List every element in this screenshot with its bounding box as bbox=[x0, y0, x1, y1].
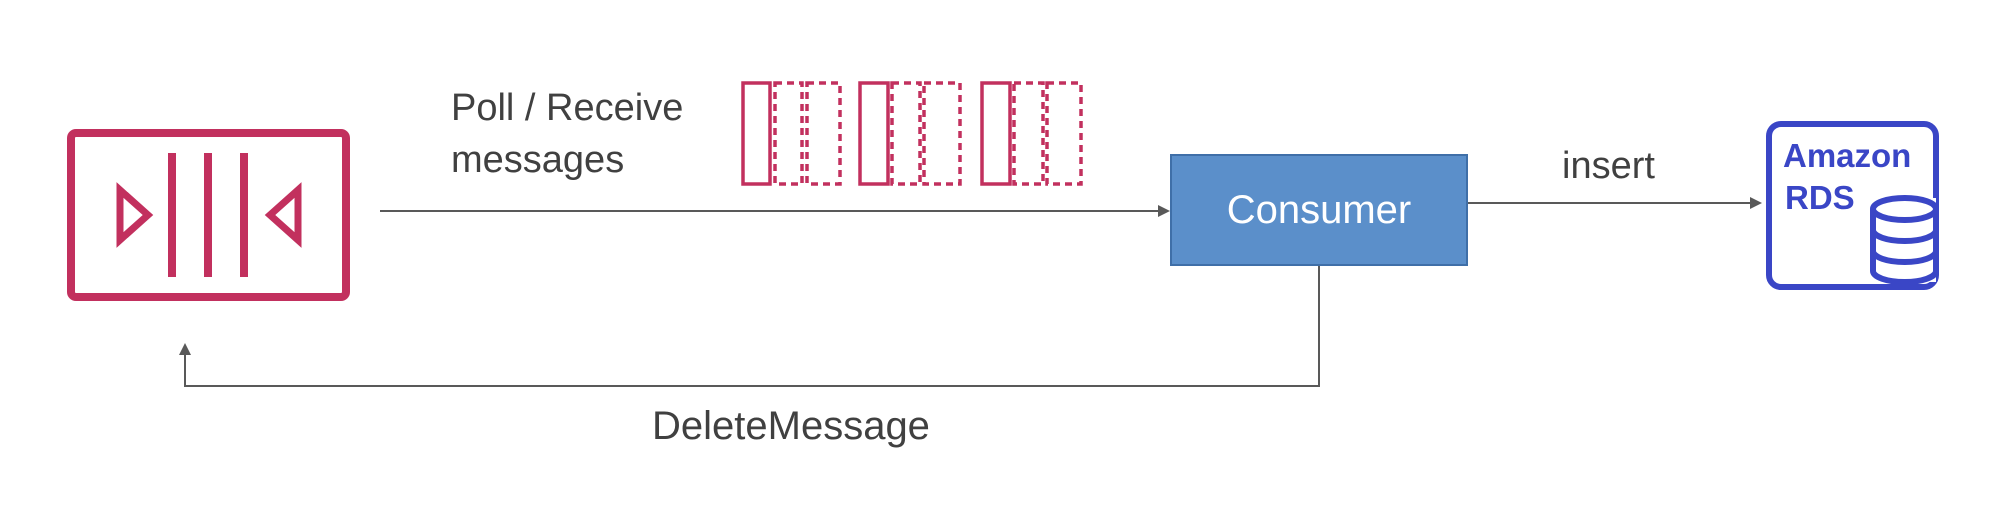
consumer-node: Consumer bbox=[1170, 154, 1468, 266]
database-icon bbox=[1870, 195, 1939, 285]
poll-receive-line1: Poll / Receive bbox=[451, 87, 684, 129]
message-batch-icon bbox=[741, 81, 1083, 186]
delete-message-label: DeleteMessage bbox=[652, 404, 930, 448]
rds-label-amazon: Amazon bbox=[1783, 137, 1912, 174]
insert-label: insert bbox=[1562, 145, 1655, 187]
delete-message-arrow bbox=[179, 266, 1320, 387]
consumer-label: Consumer bbox=[1226, 187, 1412, 232]
rds-label-rds: RDS bbox=[1785, 179, 1855, 216]
poll-receive-label: Poll / Receive messages bbox=[451, 82, 683, 186]
poll-receive-line2: messages bbox=[451, 139, 625, 181]
sqs-queue-icon bbox=[67, 129, 350, 301]
amazon-rds-icon bbox=[1766, 121, 1939, 290]
